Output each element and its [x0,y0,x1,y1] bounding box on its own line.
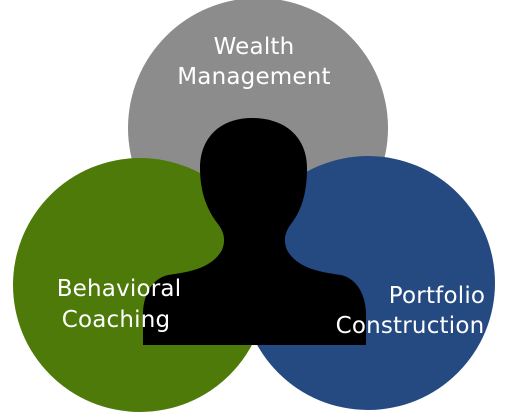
behavioral-coaching-label-line1: Behavioral [57,276,182,302]
portfolio-construction-circle [241,156,495,410]
portfolio-construction-label-line1: Portfolio [389,283,485,309]
wealth-management-label-line1: Wealth [214,34,295,60]
person-silhouette-icon [143,118,366,345]
behavioral-coaching-label-line2: Coaching [62,307,171,333]
behavioral-coaching-circle [13,158,267,412]
portfolio-construction-label-line2: Construction [336,313,485,339]
wealth-management-label-line2: Management [177,64,331,90]
